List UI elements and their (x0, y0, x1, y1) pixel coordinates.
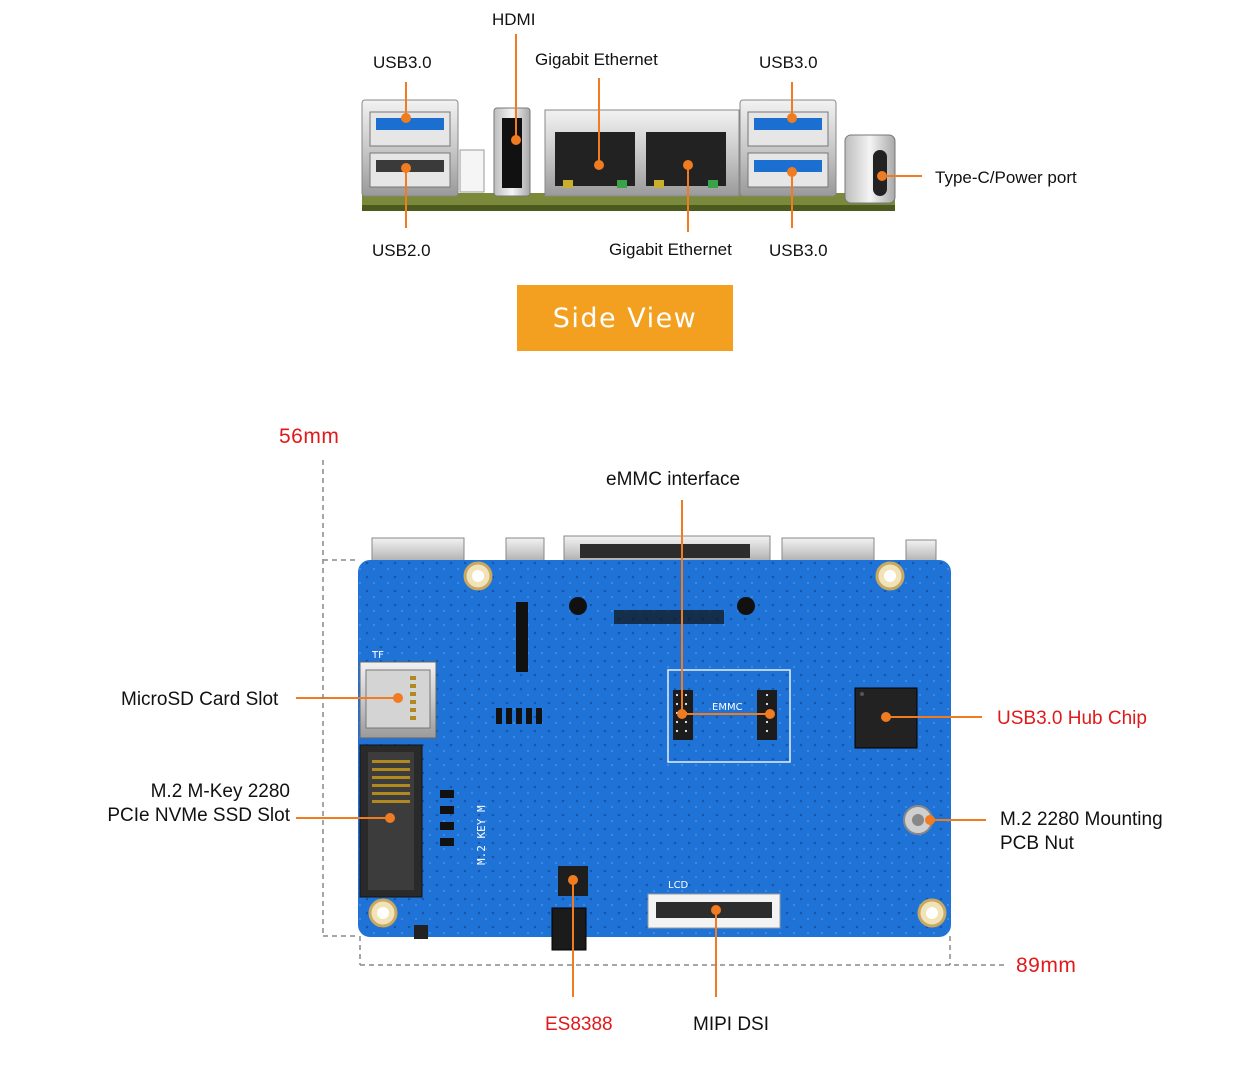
label-mipi-dsi: MIPI DSI (693, 1014, 770, 1035)
label-usb-hub: USB3.0 Hub Chip (997, 708, 1147, 729)
label-emmc: eMMC interface (606, 469, 741, 490)
side-view-ports (361, 34, 922, 232)
label-es8388: ES8388 (545, 1014, 613, 1035)
label-gigabit-bottom: Gigabit Ethernet (609, 240, 732, 259)
dimension-lines (322, 460, 1005, 966)
label-usb30-bottom-right: USB3.0 (769, 241, 828, 260)
type-c-port (844, 134, 896, 204)
mipi-connector: LCD (647, 880, 781, 929)
emmc-silkscreen: EMMC (712, 702, 743, 713)
mounting-nut (903, 805, 933, 835)
label-type-c: Type-C/Power port (935, 168, 1077, 187)
lcd-silkscreen: LCD (668, 880, 689, 891)
dimension-width: 56mm (279, 425, 340, 448)
ethernet-ports (544, 109, 740, 197)
side-view-button[interactable]: Side View (517, 285, 733, 351)
tf-silkscreen: TF (371, 650, 384, 661)
hdmi-port (493, 107, 531, 197)
label-microsd: MicroSD Card Slot (121, 689, 279, 710)
label-mounting: M.2 2280 Mounting PCB Nut (1000, 809, 1163, 854)
label-gigabit-top: Gigabit Ethernet (535, 50, 658, 69)
label-hdmi: HDMI (492, 10, 536, 29)
label-m2-slot: M.2 M-Key 2280 PCIe NVMe SSD Slot (107, 781, 290, 826)
audio-jack (551, 907, 587, 951)
m2-silkscreen: M.2 KEY M (475, 805, 488, 865)
usb-stack-right (739, 99, 837, 197)
dimension-length: 89mm (1016, 954, 1077, 977)
usb-stack-left (361, 99, 459, 197)
label-usb30-top-right: USB3.0 (759, 53, 818, 72)
label-usb20: USB2.0 (372, 241, 431, 260)
board-bottom-view: TF M.2 KEY M EMMC (296, 460, 1005, 997)
label-usb30-top-left: USB3.0 (373, 53, 432, 72)
